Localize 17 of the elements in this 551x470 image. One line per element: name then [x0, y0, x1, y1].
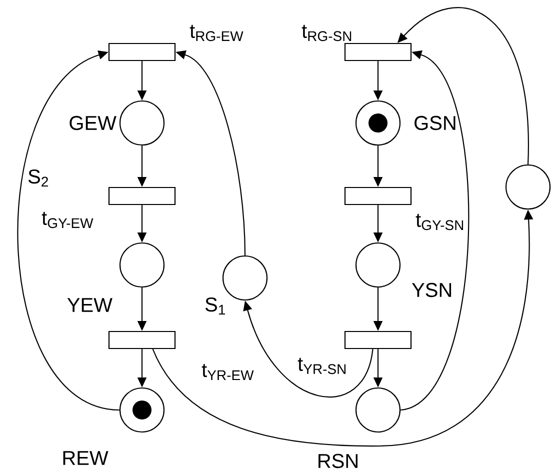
node-label: S$_{1}$	[205, 297, 225, 315]
place-label: S$_{2}$	[28, 169, 48, 187]
node-label: t$_{GY-SN}$	[416, 214, 464, 230]
node-label: t$_{RG-SN}$	[302, 24, 352, 42]
node-label: t$_{GY-EW}$	[42, 212, 94, 228]
place-circle	[505, 164, 551, 210]
node-label: t$_{YR-EW}$	[202, 364, 254, 380]
node-label: t$_{YR-SN}$	[298, 358, 346, 374]
arc-arrow	[400, 50, 469, 410]
node-label: REW	[63, 451, 108, 465]
node-label: GEW	[70, 116, 116, 130]
arc-arrow	[17, 50, 120, 411]
node-label: RSN	[318, 454, 358, 468]
node-label: YSN	[412, 282, 452, 298]
node-label: GSN	[414, 116, 456, 130]
node-label: t$_{RG-EW}$	[190, 24, 244, 42]
node-label: YEW	[67, 298, 112, 312]
